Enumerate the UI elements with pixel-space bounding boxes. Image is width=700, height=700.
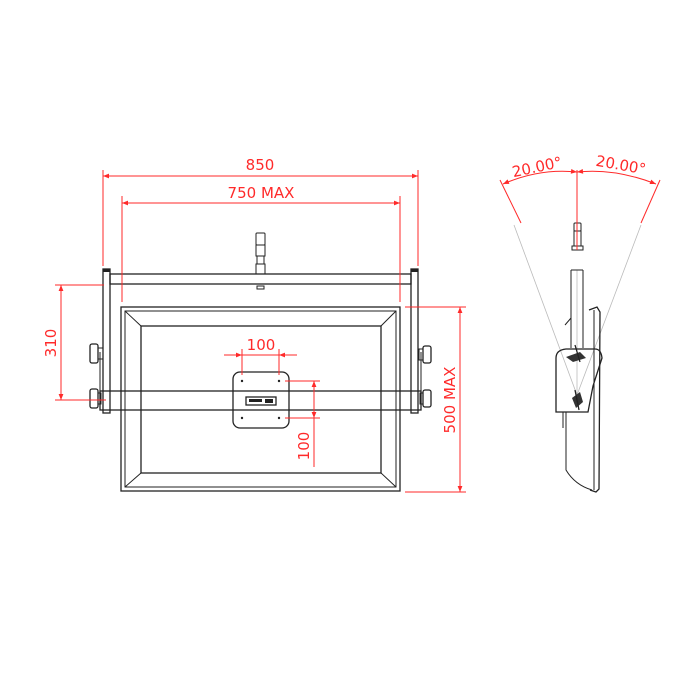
yoke-top-bar	[109, 232, 412, 290]
dimension-vesa-vertical: 100	[285, 380, 320, 467]
dimension-overall-width: 850	[102, 156, 419, 266]
yoke-left-arm	[102, 268, 111, 414]
dimension-label-500-max: 500 MAX	[441, 367, 459, 434]
dimension-label-tilt-left: 20.00°	[510, 153, 563, 181]
dimension-label-750-max: 750 MAX	[228, 184, 295, 202]
side-view	[513, 222, 642, 493]
dimension-max-height: 500 MAX	[405, 306, 466, 493]
dimension-label-vesa-100-v: 100	[295, 432, 313, 461]
dimension-arm-height: 310	[42, 284, 106, 401]
dimension-tilt-angle: 20.00° 20.00°	[499, 152, 661, 250]
side-knob-upper	[566, 344, 586, 363]
dimension-vesa-horizontal: 100	[224, 336, 297, 375]
yoke-right-arm	[410, 268, 419, 414]
dimension-max-width: 750 MAX	[121, 184, 401, 302]
horizontal-crossbar	[99, 390, 422, 411]
front-view	[89, 232, 432, 492]
dimension-label-850: 850	[246, 156, 275, 174]
dimension-label-vesa-100-h: 100	[247, 336, 276, 354]
dimension-label-310: 310	[42, 329, 60, 358]
side-knob-lower	[572, 389, 583, 411]
vesa-mount-plate	[232, 371, 290, 429]
knob-left-upper	[89, 343, 104, 364]
light-panel	[120, 306, 401, 492]
